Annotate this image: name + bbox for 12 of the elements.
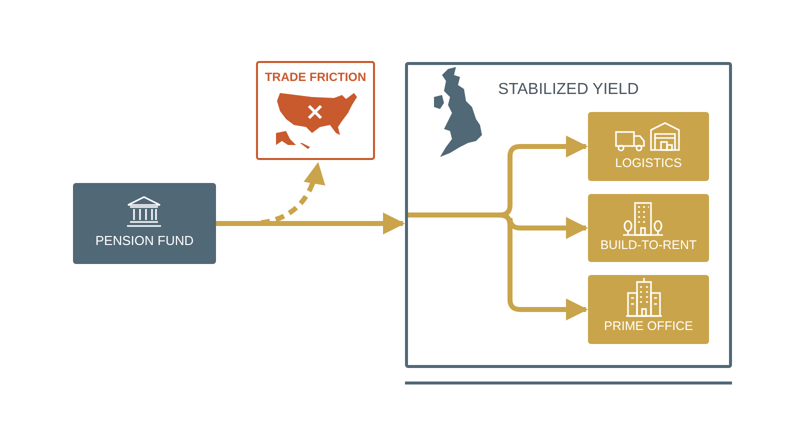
risk-box: [256, 61, 375, 160]
sector-box: [588, 275, 709, 344]
fund-box: [73, 183, 216, 264]
node-label: BUILD-TO-RENT: [599, 238, 698, 252]
node-title: TRADE FRICTION: [264, 70, 368, 84]
sector-box: [588, 112, 709, 181]
node-label: PRIME OFFICE: [603, 319, 694, 333]
node-label: PENSION FUND: [94, 233, 195, 248]
panel-title: STABILIZED YIELD: [498, 81, 639, 99]
region-panel: [405, 62, 732, 368]
node-label: LOGISTICS: [614, 156, 683, 170]
sector-box: [588, 194, 709, 262]
